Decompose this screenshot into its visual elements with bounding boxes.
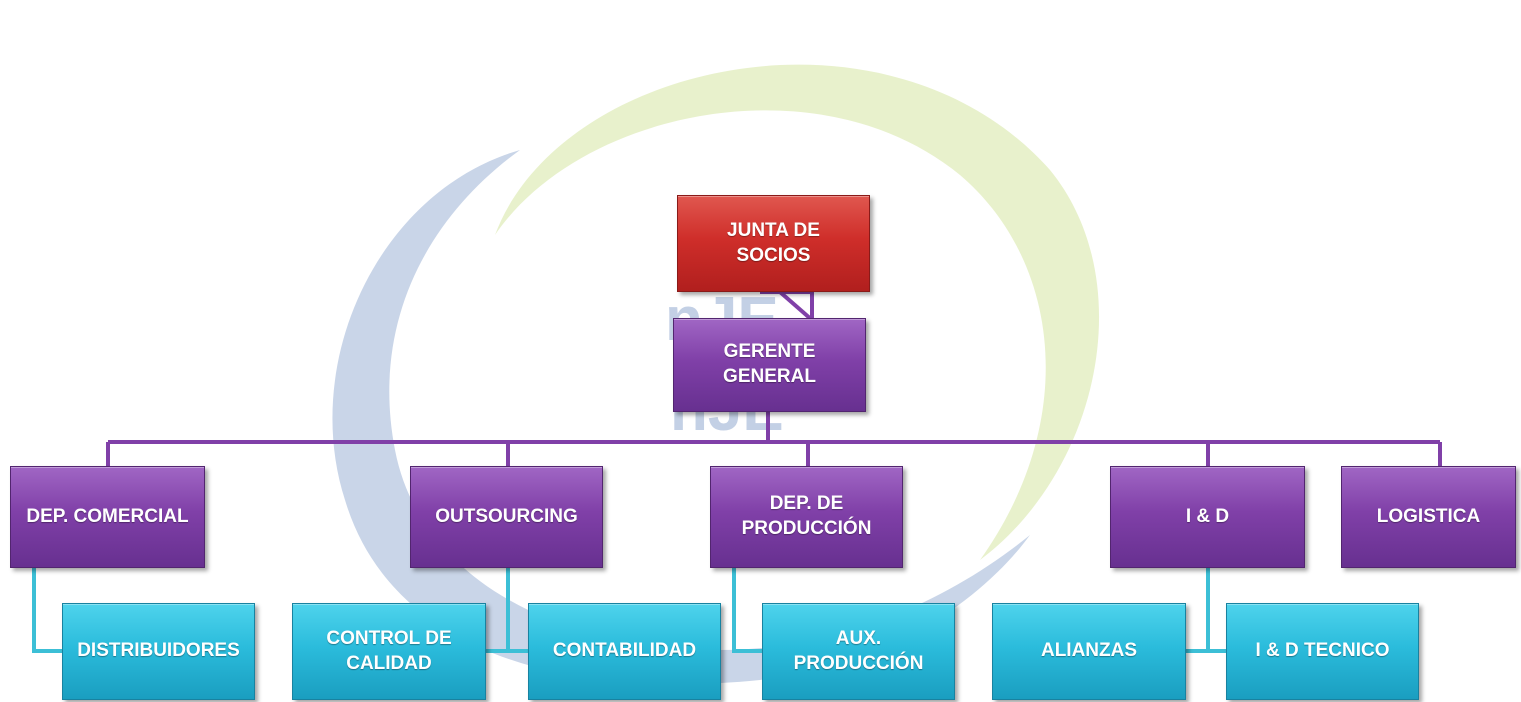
node-control-de-calidad: CONTROL DE CALIDAD (292, 603, 486, 700)
node-logistica: LOGISTICA (1341, 466, 1516, 568)
node-logistica-label: LOGISTICA (1376, 505, 1481, 527)
node-outsourcing: OUTSOURCING (410, 466, 603, 568)
node-outsourcing-label: OUTSOURCING (435, 505, 578, 527)
node-dep-produccion-label: DEP. DE PRODUCCIÓN (741, 493, 872, 539)
node-gerente-general: GERENTE GENERAL (673, 318, 866, 412)
node-contabilidad: CONTABILIDAD (528, 603, 721, 700)
node-i-d-tecnico: I & D TECNICO (1226, 603, 1419, 700)
node-junta-de-socios-label: JUNTA DE SOCIOS (727, 219, 820, 266)
node-i-d: I & D (1110, 466, 1305, 568)
connector-junta-gerente (760, 290, 814, 330)
node-contabilidad-label: CONTABILIDAD (552, 640, 697, 662)
node-gerente-general-label: GERENTE GENERAL (723, 341, 816, 387)
node-dep-comercial: DEP. COMERCIAL (10, 466, 205, 568)
node-alianzas: ALIANZAS (992, 603, 1186, 700)
node-distribuidores: DISTRIBUIDORES (62, 603, 255, 700)
node-i-d-tecnico-label: I & D TECNICO (1255, 640, 1390, 662)
node-dep-comercial-label: DEP. COMERCIAL (26, 505, 189, 527)
node-junta-de-socios: JUNTA DE SOCIOS (677, 195, 870, 292)
connector-outsourcing-control (486, 568, 510, 653)
node-dep-produccion: DEP. DE PRODUCCIÓN (710, 466, 903, 568)
node-aux-produccion: AUX. PRODUCCIÓN (762, 603, 955, 700)
connector-junta-gerente-diag (778, 290, 814, 322)
node-distribuidores-label: DISTRIBUIDORES (77, 640, 240, 662)
connector-comercial-distribuidores (32, 568, 62, 653)
node-control-de-calidad-label: CONTROL DE CALIDAD (326, 627, 452, 674)
connector-produccion-aux (732, 568, 762, 653)
node-i-d-label: I & D (1185, 505, 1230, 527)
node-alianzas-label: ALIANZAS (1040, 640, 1138, 662)
connector-id-alianzas (1186, 568, 1210, 653)
node-aux-produccion-label: AUX. PRODUCCIÓN (793, 627, 924, 674)
